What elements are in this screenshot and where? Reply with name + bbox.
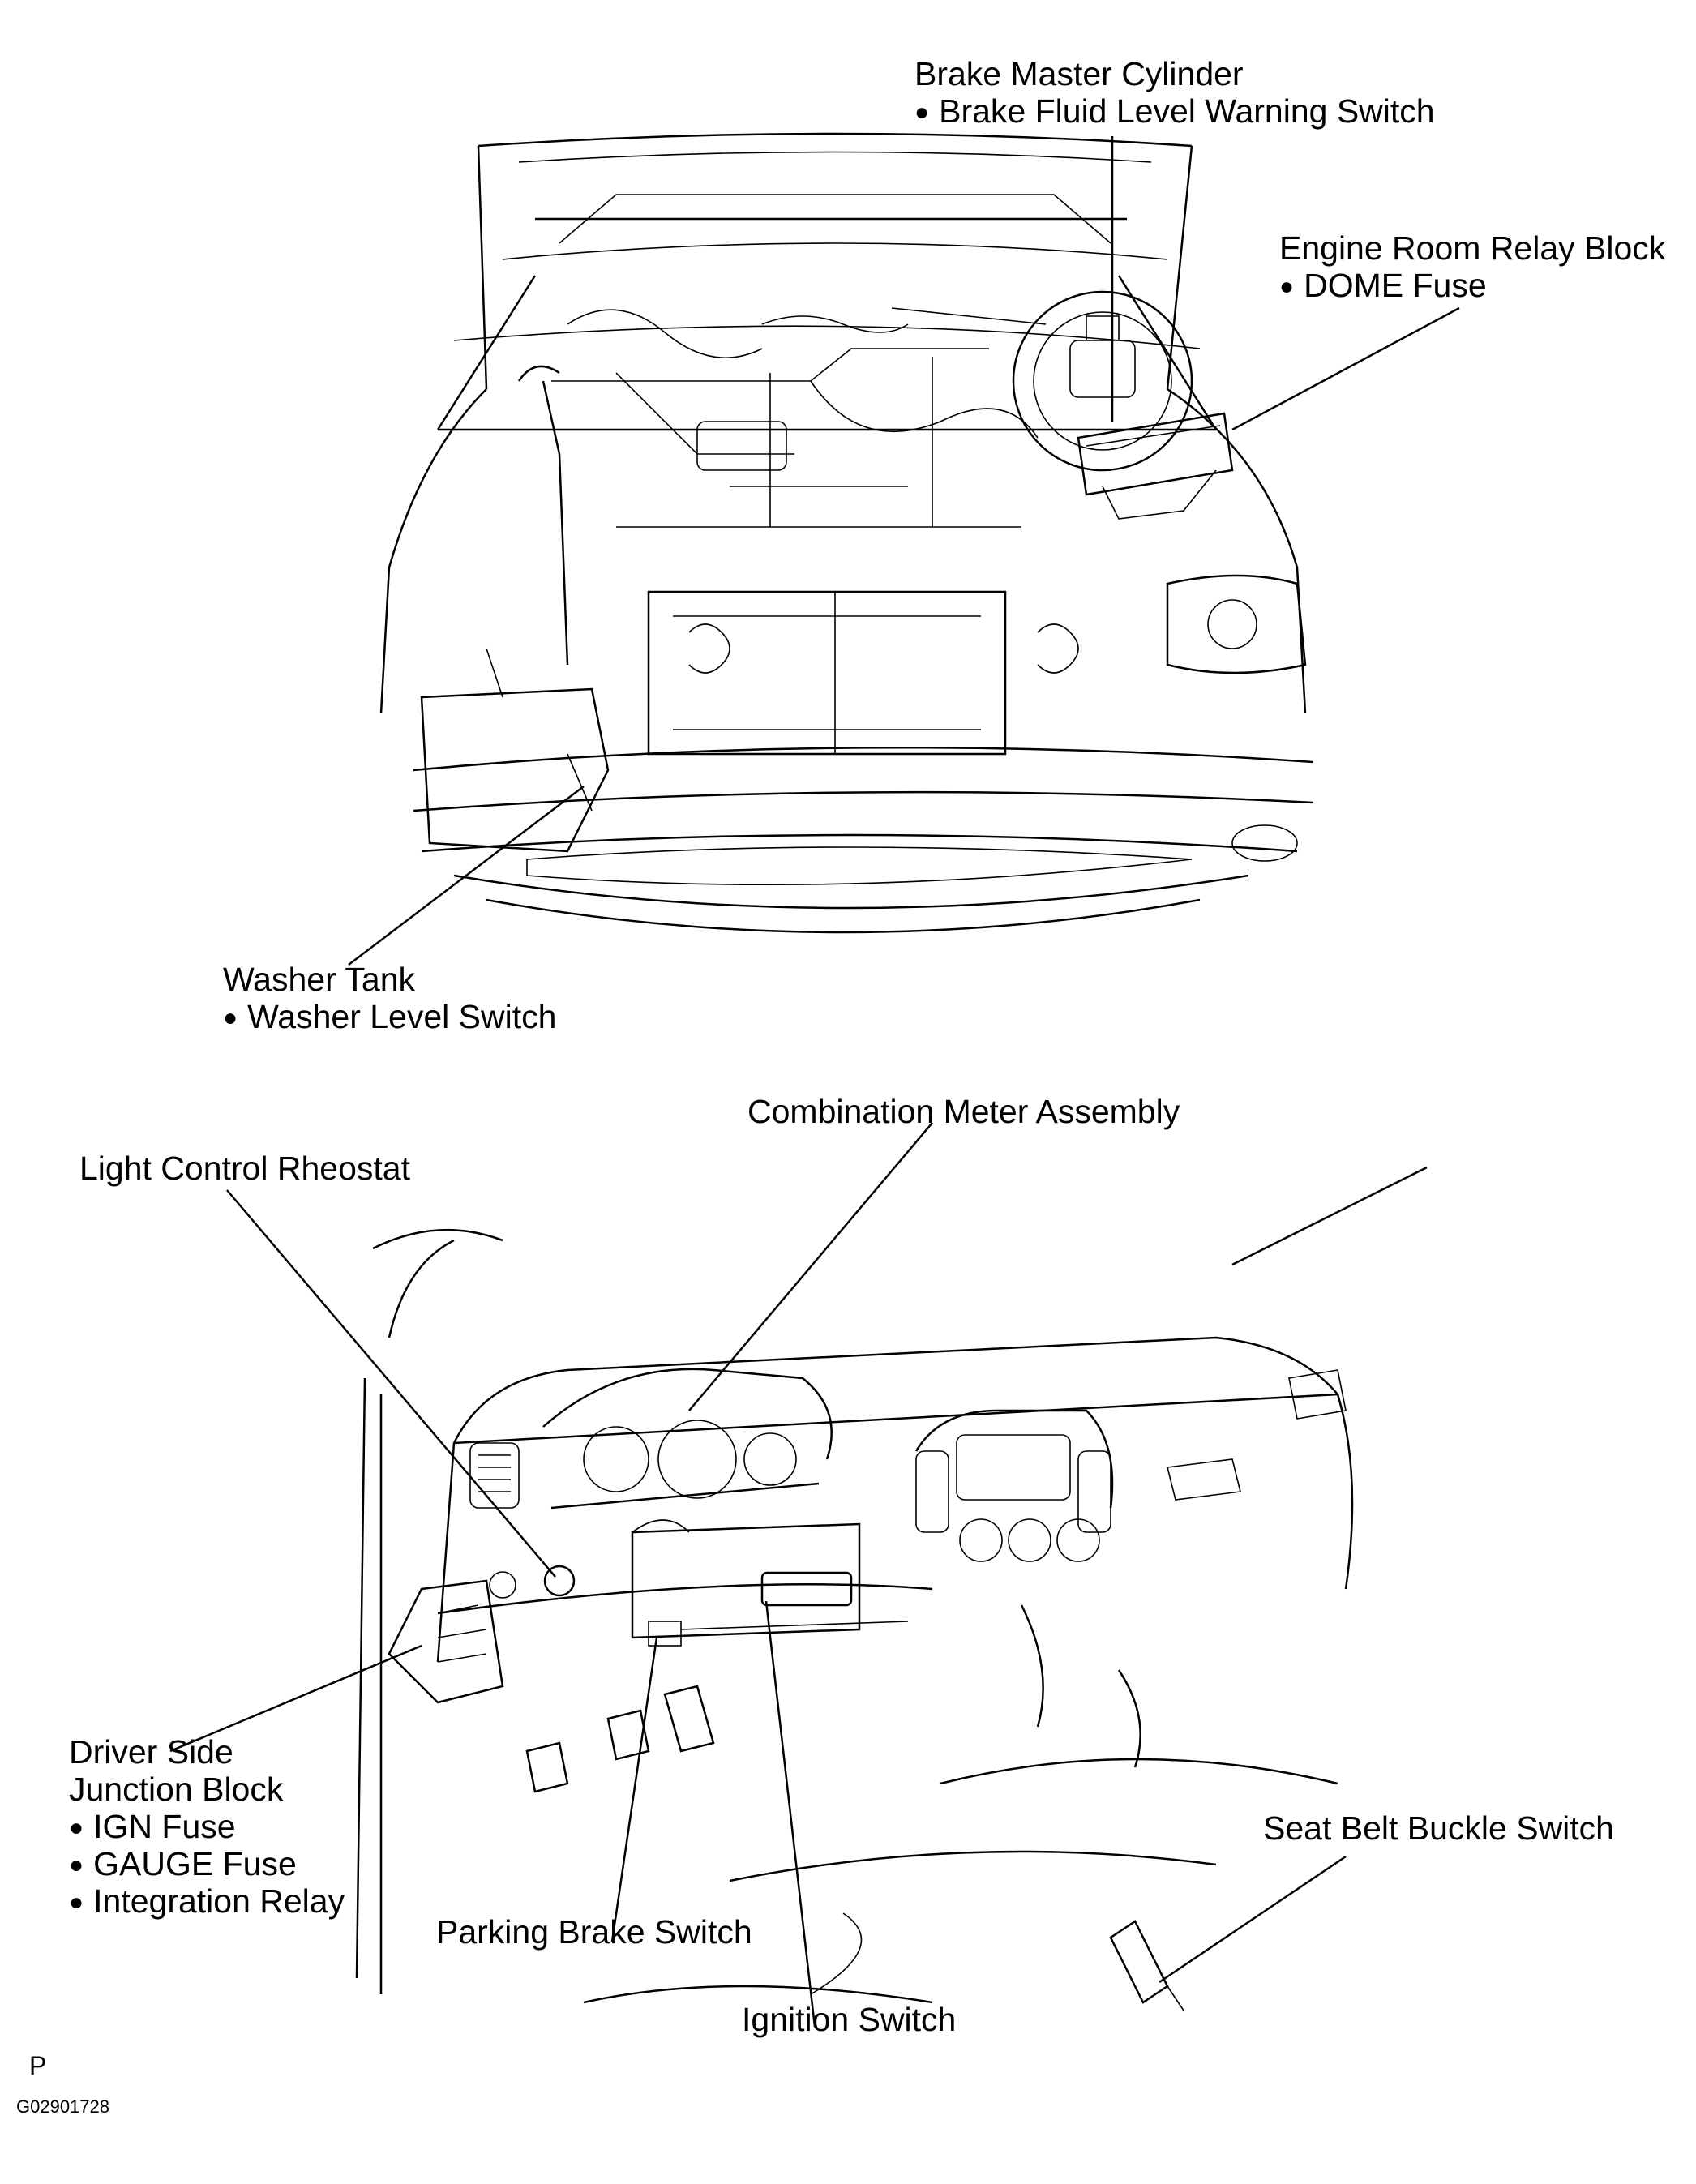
- label-seat-belt-buckle-switch: Seat Belt Buckle Switch: [1263, 1809, 1614, 1847]
- leader-light-control-rheostat: [226, 1189, 556, 1578]
- label-washer-tank: Washer Tank: [223, 961, 415, 998]
- section-code: P: [29, 2051, 47, 2080]
- leader-combination-meter: [688, 1122, 933, 1411]
- label-brake-master-cylinder: Brake Master Cylinder: [914, 55, 1244, 92]
- label-dome-fuse: DOME Fuse: [1279, 267, 1487, 308]
- label-gauge-fuse: GAUGE Fuse: [69, 1845, 297, 1886]
- leader-washer-tank: [348, 786, 585, 966]
- leader-parking-brake: [610, 1637, 658, 1942]
- leader-ignition-switch: [764, 1600, 816, 2028]
- leader-seat-belt-buckle: [1159, 1855, 1347, 1984]
- label-integration-relay: Integration Relay: [69, 1882, 345, 1924]
- label-engine-room-relay-block: Engine Room Relay Block: [1279, 229, 1666, 267]
- label-driver-side: Driver Side: [69, 1733, 233, 1771]
- figure-id: G02901728: [16, 2096, 109, 2117]
- label-brake-fluid-level-warning-switch: Brake Fluid Level Warning Switch: [914, 92, 1434, 134]
- label-combination-meter-assembly: Combination Meter Assembly: [747, 1093, 1180, 1130]
- label-light-control-rheostat: Light Control Rheostat: [79, 1150, 410, 1187]
- label-washer-level-switch: Washer Level Switch: [223, 998, 556, 1039]
- label-junction-block: Junction Block: [69, 1771, 284, 1808]
- label-ign-fuse: IGN Fuse: [69, 1808, 235, 1849]
- label-parking-brake-switch: Parking Brake Switch: [436, 1913, 752, 1951]
- leader-junction-block: [169, 1644, 422, 1753]
- label-ignition-switch: Ignition Switch: [742, 2001, 957, 2038]
- leader-relay-block: [1231, 306, 1460, 431]
